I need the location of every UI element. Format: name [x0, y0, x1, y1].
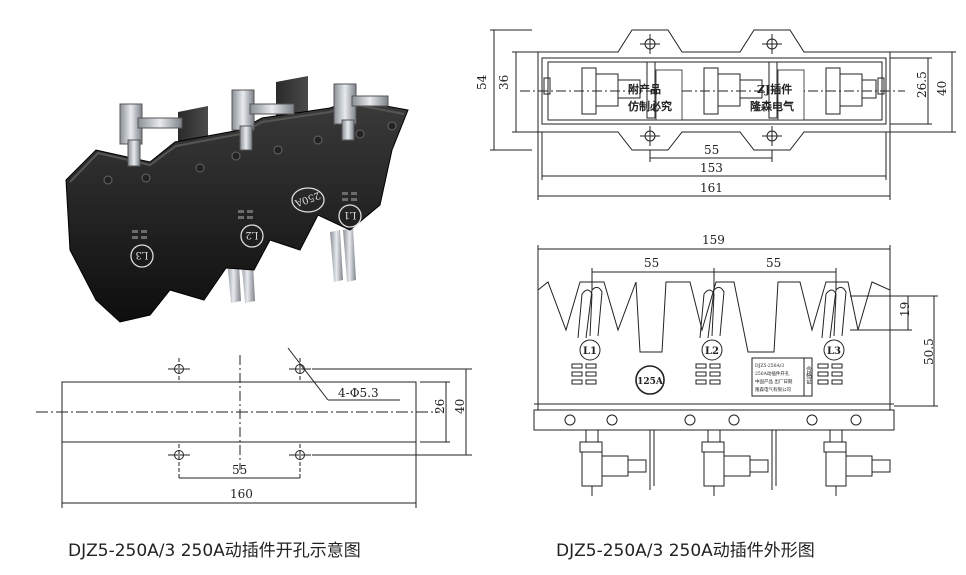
caption-cutout-diagram: DJZ5-250A/3 250A动插件开孔示意图 — [68, 541, 361, 561]
top-dim-36: 36 — [497, 75, 511, 90]
front-plate-title: 合格证 — [805, 365, 812, 385]
front-phase-l2: L2 — [705, 346, 719, 357]
photo-terminal-bolts — [119, 83, 389, 167]
front-phase-l3: L3 — [827, 346, 841, 357]
front-plate-line-4: 隆森电气有限公司 — [755, 386, 791, 393]
cutout-dim-26: 26 — [433, 399, 447, 414]
front-view-nameplate — [751, 357, 813, 397]
front-view-spring-contacts — [577, 286, 847, 339]
top-view-outline — [537, 29, 891, 151]
front-view-drawing — [533, 245, 938, 496]
top-dim-40: 40 — [935, 81, 949, 96]
top-view-drawing — [490, 29, 956, 200]
top-view-label-a1: 附产品 — [628, 82, 661, 96]
cutout-dim-55: 55 — [232, 463, 247, 477]
top-view-label-a2: 仿制必究 — [628, 99, 672, 113]
front-dim-55-a: 55 — [644, 256, 659, 270]
cutout-dim-160: 160 — [230, 487, 253, 501]
cutout-drawing — [36, 347, 472, 508]
front-plate-line-2: 250A动插件开孔 — [755, 370, 790, 377]
front-view-slot-grids — [571, 363, 843, 385]
top-dim-26-5: 26.5 — [915, 71, 929, 98]
photo-phase-text-l2: L2 — [245, 229, 258, 240]
photo-phase-label-l3: L3 — [130, 244, 154, 268]
front-plate-line-3: 中国产品 出厂日期 — [755, 378, 793, 385]
top-dim-161: 161 — [700, 181, 723, 195]
top-dim-54: 54 — [475, 74, 489, 90]
top-view-label-b2: 隆森电气 — [750, 99, 794, 113]
front-rating-badge: 125A — [637, 377, 664, 387]
caption-outline-diagram: DJZ5-250A/3 250A动插件外形图 — [556, 541, 815, 561]
front-dim-19: 19 — [898, 302, 912, 317]
front-view-body — [537, 281, 891, 411]
top-view-terminals — [581, 67, 877, 115]
photo-insulating-body — [65, 99, 409, 323]
front-dim-55-b: 55 — [766, 256, 781, 270]
cutout-mounting-holes — [168, 358, 311, 478]
top-dim-55: 55 — [704, 143, 719, 157]
photo-phase-label-l2: L2 — [240, 224, 264, 248]
photo-phase-text-l3: L3 — [135, 249, 148, 260]
cutout-hole-spec: 4-Φ5.3 — [338, 386, 379, 400]
photo-phase-text-l1: L1 — [343, 209, 356, 220]
front-dim-50-5: 50.5 — [922, 338, 936, 365]
front-view-rivets — [564, 414, 862, 426]
front-plate-line-1: DJZ5-250A/3 — [755, 363, 784, 369]
front-dim-159: 159 — [702, 233, 725, 247]
top-view-label-b1: ZJ插件 — [757, 82, 792, 96]
cutout-dim-40: 40 — [453, 399, 467, 414]
top-dim-153: 153 — [700, 161, 723, 175]
product-photo: L3 L2 L1 250A — [60, 60, 416, 332]
front-view-terminal-bolts — [579, 429, 891, 496]
front-phase-l1: L1 — [583, 346, 597, 357]
photo-phase-label-l1: L1 — [338, 204, 362, 228]
